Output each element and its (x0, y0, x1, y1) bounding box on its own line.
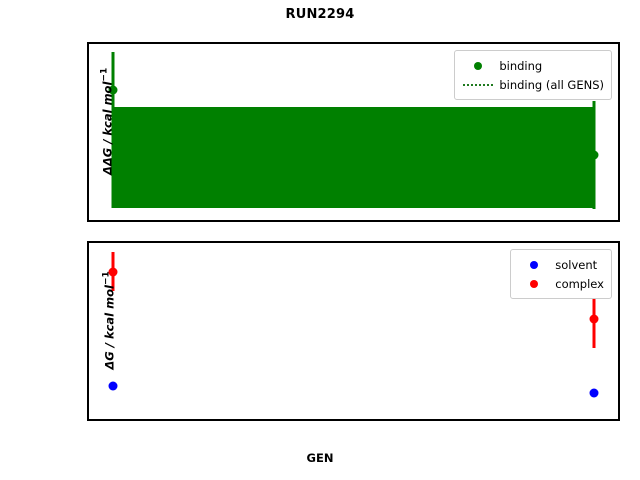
dotted-line-icon (461, 83, 495, 86)
legend-label-binding-all-gens: binding (all GENS) (499, 77, 604, 92)
bottom-ylabel-exponent: −1 (101, 271, 112, 286)
data-point-marker (108, 267, 118, 277)
top-plot-axes: 2345 binding binding (all GENS) ΔΔG / kc… (87, 42, 620, 222)
shared-xlabel: GEN (306, 451, 334, 465)
ytick-mark (87, 205, 89, 207)
bottom-plot-ylabel: ΔG / kcal mol−1 (101, 243, 117, 400)
data-point-marker (589, 150, 599, 160)
data-point-marker (108, 381, 118, 391)
ytick-mark (87, 258, 89, 260)
top-plot-legend: binding binding (all GENS) (454, 50, 612, 100)
error-bar (111, 52, 115, 208)
binding-all-gens-band (113, 107, 594, 208)
legend-label-complex: complex (555, 276, 604, 291)
legend-entry-complex: complex (517, 274, 604, 293)
data-point-marker (108, 85, 118, 95)
bottom-plot-legend: solvent complex (510, 249, 612, 299)
figure-title: RUN2294 (285, 7, 355, 22)
ytick-mark (87, 306, 89, 308)
legend-label-binding: binding (499, 58, 543, 73)
bottom-ylabel-text: ΔG / kcal mol (102, 285, 117, 370)
solvent-marker-icon (517, 260, 551, 269)
ytick-mark (87, 163, 89, 165)
legend-entry-binding: binding (461, 56, 604, 75)
top-ylabel-exponent: −1 (99, 67, 110, 82)
top-plot-ylabel: ΔΔG / kcal mol−1 (99, 44, 115, 201)
complex-marker-icon (517, 279, 551, 288)
legend-entry-solvent: solvent (517, 255, 604, 274)
ytick-mark (87, 122, 89, 124)
ytick-mark (87, 400, 89, 402)
binding-marker-icon (461, 61, 495, 70)
top-ylabel-text: ΔΔG / kcal mol (100, 81, 115, 176)
legend-label-solvent: solvent (555, 257, 598, 272)
data-point-marker (589, 314, 599, 324)
legend-entry-binding-all-gens: binding (all GENS) (461, 75, 604, 94)
ytick-mark (87, 353, 89, 355)
xtick-mark (593, 419, 595, 421)
data-point-marker (589, 388, 599, 398)
ytick-mark (87, 80, 89, 82)
xtick-mark (112, 419, 114, 421)
bottom-plot-axes: −136−134−132−130 01 solvent complex ΔG /… (87, 241, 620, 421)
